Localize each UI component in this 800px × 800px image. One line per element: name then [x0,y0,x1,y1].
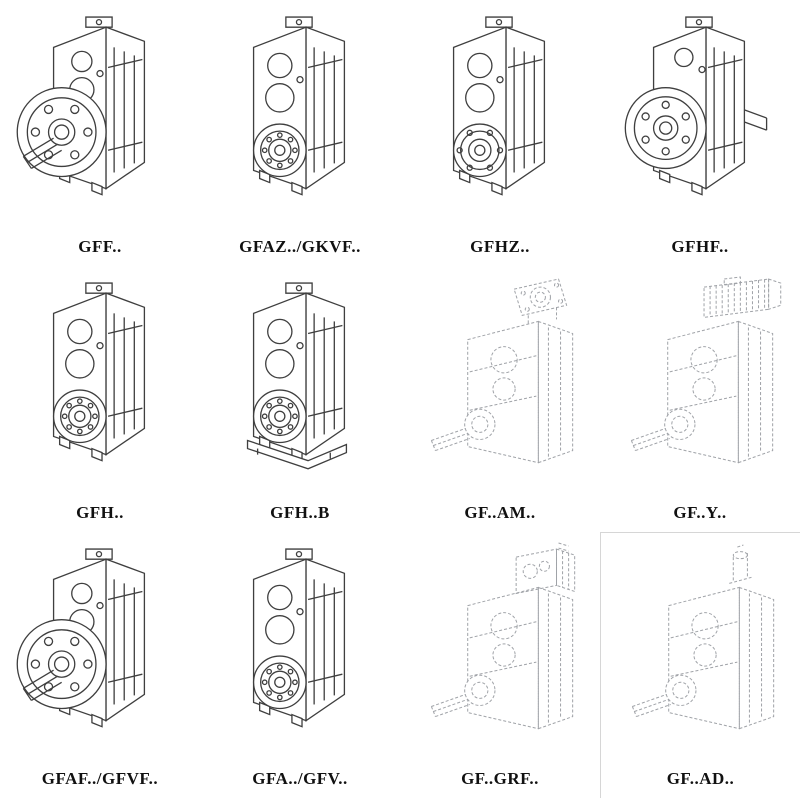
gearbox-drawing-motor-mounted [606,274,794,498]
gearbox-cell-gfhz: GFHZ.. [400,0,600,266]
gearbox-cell-gff: GFF.. [0,0,200,266]
gearbox-drawing-foot-mounted-base [206,274,394,498]
gearbox-label: GFAZ../GKVF.. [239,237,361,256]
gearbox-cell-gf-am: GF..AM.. [400,266,600,532]
gearbox-drawing-iec-adapter [406,274,594,498]
gearbox-drawing-flange-hollow [606,8,794,232]
gearbox-cell-gfa-gfv: GFA../GFV.. [200,532,400,798]
gearbox-drawing-flange-output-large [6,540,194,764]
gearbox-cell-gfh-b: GFH..B [200,266,400,532]
gearbox-drawing-hollow-shaft-bolted [406,8,594,232]
gearbox-cell-gfaf-gfvf: GFAF../GFVF.. [0,532,200,798]
gearbox-drawing-flange-output [6,8,194,232]
gearbox-label: GF..GRF.. [461,769,539,788]
gearbox-label: GF..AM.. [464,503,536,522]
gearbox-label: GFHZ.. [470,237,530,256]
gearbox-label: GFH..B [270,503,330,522]
gearbox-drawing-foot-mounted [6,274,194,498]
gearbox-label: GFA../GFV.. [252,769,348,788]
gearbox-label: GFH.. [76,503,124,522]
gearbox-cell-gf-y: GF..Y.. [600,266,800,532]
gearbox-label: GF..Y.. [673,503,727,522]
gearbox-drawing-hollow-shaft-2 [206,540,394,764]
gearbox-cell-gf-grf: GF..GRF.. [400,532,600,798]
gearbox-cell-gfh: GFH.. [0,266,200,532]
gearbox-label: GFAF../GFVF.. [41,769,159,788]
gearbox-cell-gfhf: GFHF.. [600,0,800,266]
gearbox-drawing-primary-gear-adapter [406,540,594,764]
gearbox-label: GFF.. [78,237,122,256]
gearbox-cell-gf-ad: GF..AD.. [600,532,800,798]
gearbox-label: GFHF.. [671,237,729,256]
gearbox-cell-gfaz-gkvf: GFAZ../GKVF.. [200,0,400,266]
gearbox-drawing-hollow-shaft [206,8,394,232]
gearbox-drawing-input-shaft-adapter [607,540,795,764]
gearbox-label: GF..AD.. [666,769,735,788]
